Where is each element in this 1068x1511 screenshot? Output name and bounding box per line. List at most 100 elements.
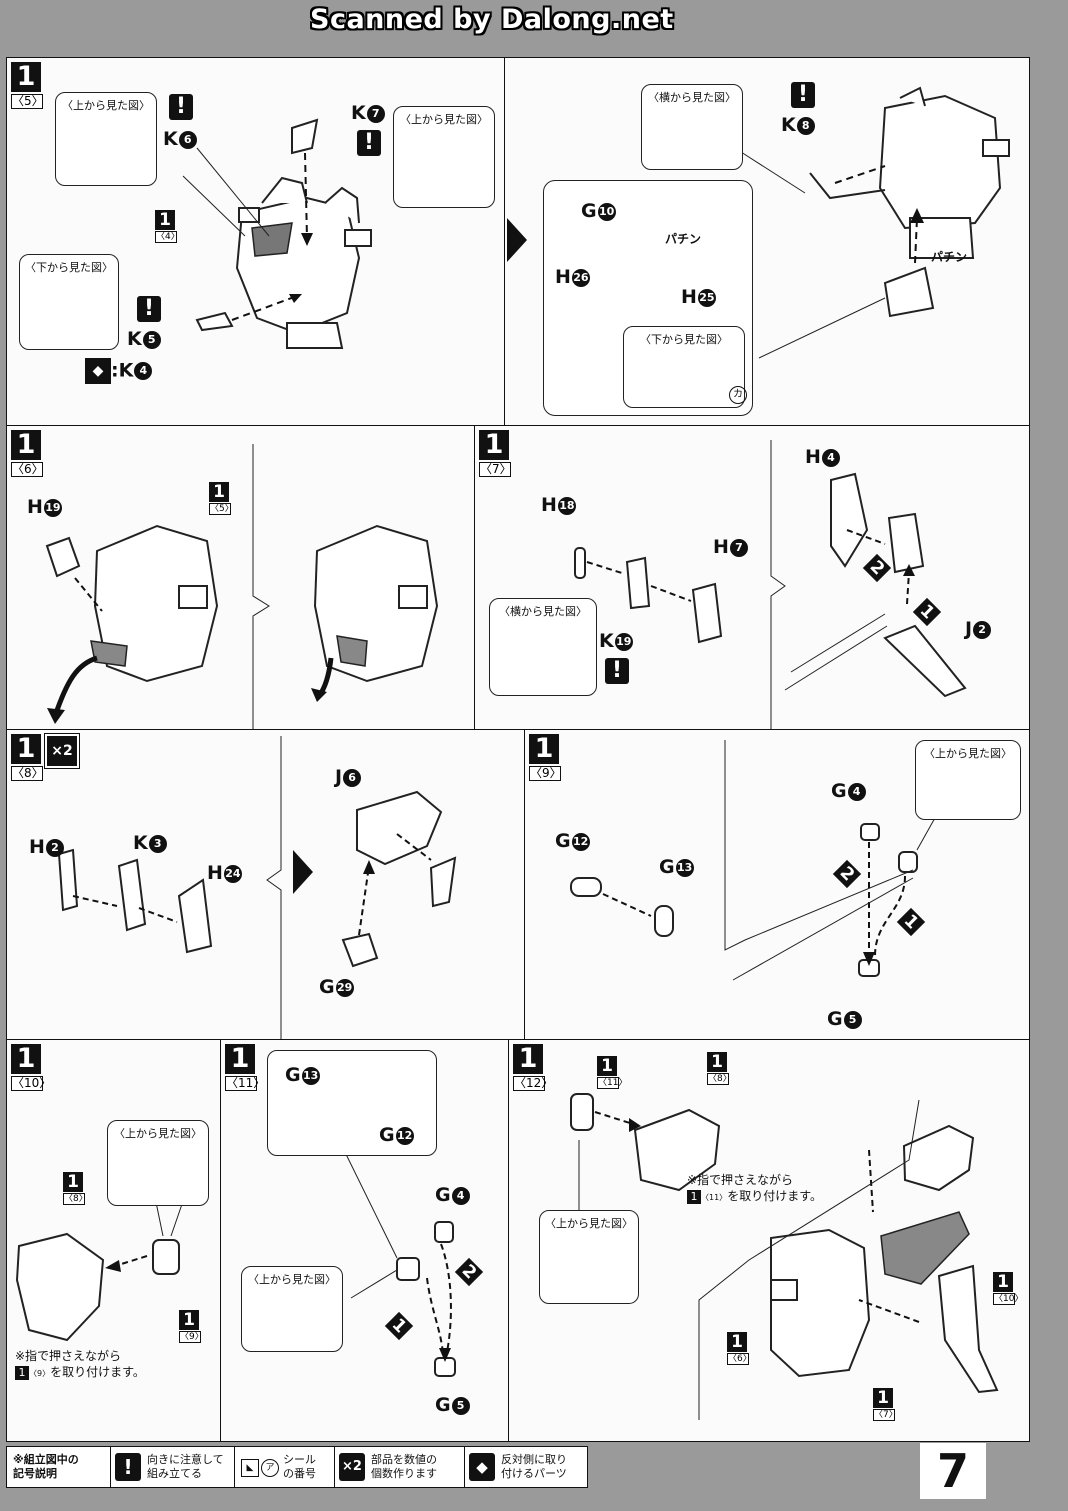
ref-substep: 〈10〉 [993,1293,1024,1305]
caution-icon: ! [137,296,161,322]
substep-number: 〈10〉 [11,1076,52,1091]
substep-number: 〈11〉 [225,1076,266,1091]
step-number: 1 [11,430,41,460]
panel-step-12: 1 〈12〉 1 〈11〉 1 〈8〉 ※指で押さえながら 1〈11〉を取り付け… [509,1040,1029,1441]
top-view-box: 〈上から見た図〉 [107,1120,209,1206]
arm-part-illustration [525,440,967,729]
ref-substep: 〈6〉 [727,1353,752,1365]
side-view-box: 〈横から見た図〉 [641,84,743,170]
symbol-legend: ※組立図中の記号説明 ! 向きに注意して組み立てる ◣ ア シールの番号 ×2 … [6,1446,588,1488]
ref-step-box: 1 [209,482,229,502]
caution-icon: ! [605,658,629,684]
caution-icon: ! [357,130,381,156]
view-title: 〈上から見た図〉 [400,113,488,126]
caution-icon: ! [115,1453,141,1481]
substep-number: 〈9〉 [529,766,562,781]
caution-icon: ! [169,94,193,120]
seal-icon: ◣ [241,1459,259,1477]
ref-step-box: 1 [597,1056,617,1076]
joint-illustration [570,740,966,981]
step-number: 1 [479,430,509,460]
step-number: 1 [11,734,41,764]
step-number: 1 [529,734,559,764]
step-number: 1 [11,1044,41,1074]
step-number: 1 [11,62,41,92]
multiplier-badge: ×2 [44,733,80,769]
top-view-box-2: 〈上から見た図〉 [393,106,495,208]
substep-number: 〈12〉 [513,1076,554,1091]
view-title: 〈下から見た図〉 [640,333,728,346]
view-title: 〈上から見た図〉 [545,1217,633,1230]
watermark: Scanned by Dalong.net [310,4,674,35]
ref-step-box: 1 [179,1310,199,1330]
substep-number: 〈7〉 [479,462,512,477]
ref-substep: 〈7〉 [873,1409,898,1421]
shoulder-armor-illustration [57,736,457,1039]
seal-number-mark: ア [261,1459,279,1477]
legend-mirror: ◆ 反対側に取り付けるパーツ [465,1447,585,1487]
ref-step-box: 1 [155,210,175,230]
view-title: 〈上から見た図〉 [62,99,150,112]
panel-step-10: 1 〈10〉 〈上から見た図〉 1 〈8〉 1 〈9〉 ※指で押さえながら 1〈… [7,1040,221,1441]
side-view-box: 〈横から見た図〉 [489,598,597,696]
seal-number: カ [729,386,747,404]
step-number: 1 [225,1044,255,1074]
ref-substep: 〈5〉 [209,503,234,515]
view-title: 〈上から見た図〉 [248,1273,336,1286]
ref-step-box: 1 [873,1388,893,1408]
top-view-box: 〈上から見た図〉 [539,1210,639,1304]
substep-number: 〈6〉 [11,462,44,477]
head-assembly-illustration [58,118,458,349]
snap-sound-text: パチン [665,232,702,246]
view-title: 〈上から見た図〉 [924,747,1012,760]
ref-step-box: 1 [707,1052,727,1072]
step-number: 1 [513,1044,543,1074]
top-view-box: 〈上から見た図〉 [55,92,157,186]
mirror-icon: ◆ [469,1453,495,1481]
ref-substep: 〈9〉 [179,1331,204,1343]
page-number: 7 [920,1443,986,1499]
bottom-view-box: 〈下から見た図〉 [623,326,745,408]
mirror-icon: ◆ [85,358,111,384]
legend-seal: ◣ ア シールの番号 [235,1447,335,1487]
substep-number: 〈5〉 [11,94,44,109]
ref-step-box: 1 [727,1332,747,1352]
next-arrow-icon [293,850,313,894]
ref-step-box: 1 [993,1272,1013,1292]
ref-step-box: 1 [63,1172,83,1192]
legend-multiplier: ×2 部品を数値の個数作ります [335,1447,465,1487]
view-title: 〈上から見た図〉 [114,1127,202,1140]
substep-number: 〈8〉 [11,766,44,781]
legend-caution: ! 向きに注意して組み立てる [111,1447,235,1487]
view-title: 〈下から見た図〉 [25,261,113,274]
